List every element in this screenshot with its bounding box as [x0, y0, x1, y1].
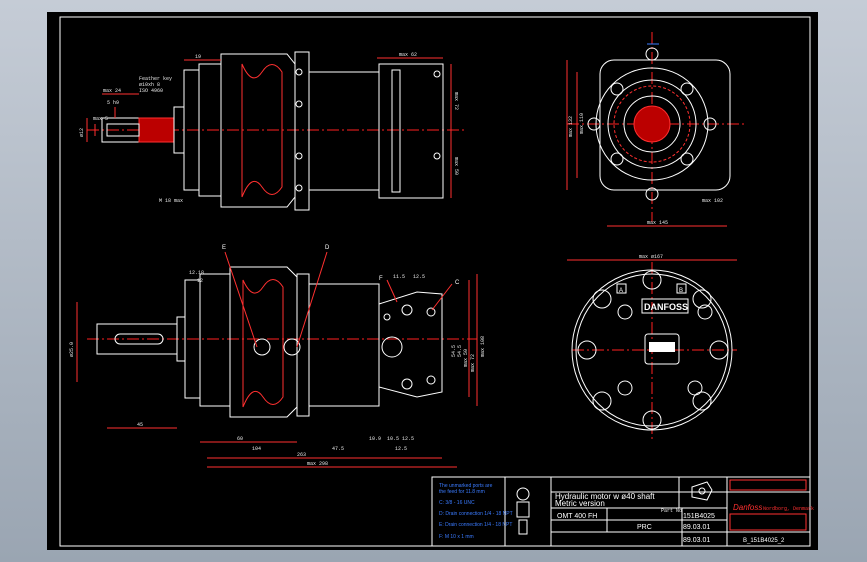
side-view: 19 max 62 max 72 max 50 max 24 5 h9 Feat…: [79, 51, 467, 211]
note-line-0: The unmarked ports are: [439, 483, 493, 489]
port-d: [283, 338, 301, 356]
dim-max-108: max 108: [480, 336, 486, 357]
date-1: 89.03.01: [683, 524, 710, 531]
dim-12: 12: [197, 278, 203, 284]
badge-a: A: [619, 288, 623, 294]
badge-b: B: [679, 288, 683, 294]
note-line-1: the feed for 11.8 mm: [439, 489, 485, 495]
dim-max-62: max 62: [399, 52, 417, 58]
company-location: Nordborg, Denmark: [763, 506, 814, 512]
dim-60: 60: [237, 436, 243, 442]
label-c: C: [455, 280, 460, 286]
dim-max-110: max 110: [579, 113, 585, 134]
dim-12-5c: 12.5: [395, 446, 407, 452]
dim-max-298: max 298: [307, 461, 328, 467]
dim-10-5: 10.5: [387, 436, 399, 442]
note-iso: ISO 4960: [139, 88, 163, 94]
label-e: E: [222, 245, 226, 251]
dim-max-d167: max ø167: [639, 254, 663, 260]
label-d: D: [325, 245, 330, 251]
dim-max-102: max 102: [702, 198, 723, 204]
note-line-5: F: M 10 x 1 mm: [439, 534, 474, 540]
dim-10-9: 10.9: [369, 436, 381, 442]
dim-54-5a: 54.5: [451, 345, 457, 357]
dim-max-50: max 50: [453, 157, 459, 175]
dim-max-50: max 50: [463, 349, 469, 367]
notes-block: The unmarked ports are the feed for 11.8…: [431, 476, 552, 547]
title-line-1: Hydraulic motor w ø40 shaft: [555, 492, 655, 501]
note-key-size: ø10xh 8: [139, 82, 160, 88]
projection-symbol: [691, 481, 713, 501]
rear-view: max ø167 A B DANFOSS: [567, 254, 737, 442]
dim-45: 45: [137, 422, 143, 428]
bolt-hole: [610, 82, 624, 96]
bolt-hole: [610, 152, 624, 166]
dim-47-5: 47.5: [332, 446, 344, 452]
front-view: max 145 max 132 max 110 max 102: [566, 32, 747, 227]
dim-12-5b: 12.5: [402, 436, 414, 442]
shaft-section: [138, 117, 175, 143]
nameplate: [644, 333, 680, 365]
dim-max-132: max 132: [568, 116, 574, 137]
cad-drawing: 19 max 62 max 72 max 50 max 24 5 h9 Feat…: [59, 16, 814, 547]
dim-12-5a: 12.5: [413, 274, 425, 280]
bolt-hole: [680, 82, 694, 96]
drawing-canvas: 19 max 62 max 72 max 50 max 24 5 h9 Feat…: [47, 12, 818, 550]
dim-max-72: max 72: [453, 92, 459, 110]
part-label: Part No: [661, 508, 682, 514]
dim-104: 104: [252, 446, 261, 452]
note-line-2: C: 3/8 - 16 UNC: [439, 500, 475, 506]
dim-max-24: max 24: [103, 88, 121, 94]
part-number: 151B4025: [683, 513, 715, 520]
model-name: OMT 400 FH: [557, 513, 597, 520]
label-f: F: [379, 276, 383, 282]
dim-5h9: 5 h9: [107, 100, 119, 106]
drawn-by: PRC: [637, 524, 652, 531]
note-feather-key: Feather key: [139, 76, 172, 82]
dim-12-18: 12.18: [189, 270, 204, 276]
port-block: [378, 291, 443, 398]
title-block: Hydraulic motor w ø40 shaft Metric versi…: [550, 476, 814, 547]
rear-outline: [571, 269, 733, 431]
dim-m18: M 18 max: [159, 198, 183, 204]
drawing-number: B_151B4025_2: [743, 538, 785, 544]
dim-54-5b: 54.5: [457, 345, 463, 357]
note-line-3: D: Drain connection 1/4 - 18 NPT: [439, 511, 513, 517]
dim-max-5: max 5: [93, 116, 108, 122]
key: [106, 123, 140, 137]
dim-max-145: max 145: [647, 220, 668, 226]
date-2: 89.03.01: [683, 537, 710, 544]
dim-263: 263: [297, 452, 306, 458]
bolt-hole: [680, 152, 694, 166]
note-line-4: E: Drain connection 1/4 - 18 NPT: [439, 522, 512, 528]
dim-11-5: 11.5: [393, 274, 405, 280]
brand-text: DANFOSS: [644, 302, 688, 312]
motor-body: [308, 71, 380, 191]
dim-d25: ø25.0: [69, 342, 75, 357]
bottom-view: E D F C 12.18 12 ø25.0 60 104 47.5 263 m…: [69, 245, 486, 468]
port-e: [253, 338, 271, 356]
dim-max-72: max 72: [470, 354, 476, 372]
section-hatch: [241, 63, 283, 198]
keyway: [114, 333, 164, 345]
brand-plate: [641, 298, 689, 314]
port-block: [378, 63, 444, 199]
dim-19: 19: [195, 54, 201, 60]
dim-d12: ø12: [79, 128, 85, 137]
title-line-2: Metric version: [555, 499, 605, 508]
company-logo: Danfoss: [733, 503, 762, 512]
shaft-section: [633, 105, 671, 143]
